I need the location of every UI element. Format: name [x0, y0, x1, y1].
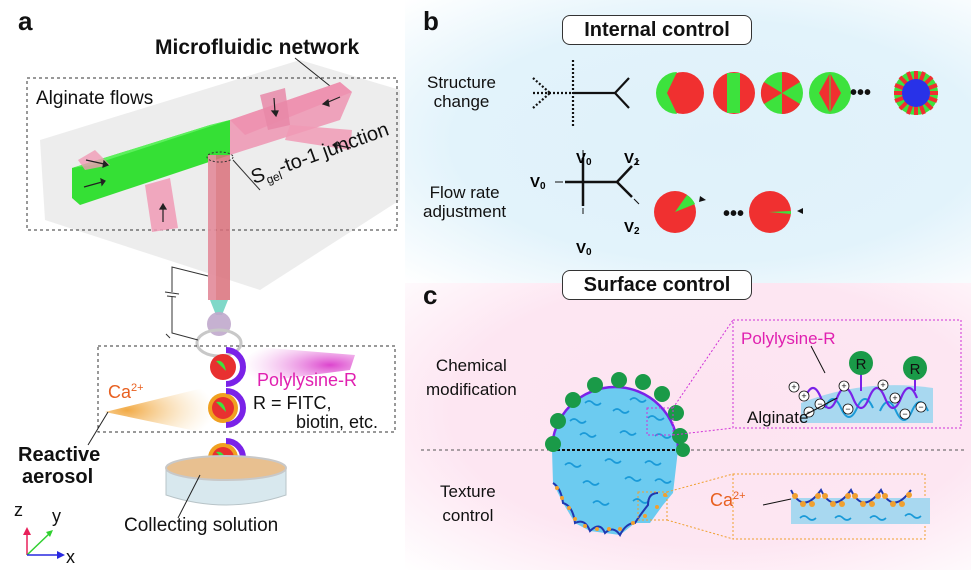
- surface-control-header: Surface control: [562, 270, 752, 300]
- particle-sectored: [760, 71, 803, 115]
- polylysine-label: Polylysine-R: [257, 370, 358, 390]
- texture-control-line1: Texture: [440, 482, 496, 501]
- structure-junction-diagram: [532, 60, 630, 126]
- svg-text:+: +: [841, 381, 846, 391]
- chemical-modification-line1: Chemical: [435, 356, 507, 375]
- title-leader-line: [294, 57, 331, 87]
- calcium-superscript: 2+: [131, 382, 144, 394]
- axis-x-label: x: [66, 547, 75, 567]
- microfluidic-network-title: Microfluidic network: [155, 36, 360, 59]
- particle-core-shell: [894, 71, 938, 115]
- alginate-chains: [564, 397, 672, 506]
- polylysine-aerosol-spray: [230, 345, 355, 385]
- panel-c-drawing: R R + + + + + − − − − − Polylysine-R Alg…: [421, 319, 965, 540]
- r-definition-line2: biotin, etc.: [296, 412, 379, 432]
- flow-rate-line2: adjustment: [423, 202, 507, 221]
- svg-text:+: +: [880, 380, 885, 390]
- junction-ellipse: [206, 151, 234, 163]
- chemical-modification-line2: modification: [426, 380, 517, 399]
- chemical-modification-label: Chemical modification: [426, 354, 517, 402]
- axis-z-label: z: [14, 500, 23, 520]
- calcium-aerosol-spray: [105, 385, 215, 435]
- svg-text:−: −: [918, 402, 923, 412]
- structure-change-line1: Structure: [427, 73, 496, 92]
- internal-control-header: Internal control: [562, 15, 752, 45]
- svg-text:−: −: [817, 399, 822, 409]
- alginate-flows-label: Alginate flows: [36, 88, 154, 109]
- calcium-dots: [555, 486, 667, 531]
- panel-a-drawing: [23, 57, 400, 559]
- textured-surface: [790, 488, 912, 504]
- reactive-aerosol-line1: Reactive: [18, 444, 101, 466]
- particle-small-wedge: [749, 191, 803, 233]
- calcium-label: Ca2+: [108, 382, 144, 403]
- taylor-cone: [210, 300, 228, 315]
- r-group-1: [849, 351, 873, 375]
- texture-control-label: Texture control: [440, 480, 496, 528]
- v0-bottom-label: V0: [576, 240, 592, 258]
- inset-calcium-superscript: 2+: [733, 490, 746, 502]
- inset-calcium-dots: [792, 492, 912, 507]
- inset-calcium-label: Ca2+: [710, 490, 746, 511]
- flow-rate-line1: Flow rate: [429, 183, 500, 202]
- v2-label: V2: [624, 219, 640, 237]
- structure-ellipsis: •••: [850, 82, 871, 104]
- reactive-aerosol-line2: aerosol: [22, 466, 94, 488]
- v1-label: V1: [624, 150, 640, 168]
- r-groups: [545, 372, 690, 457]
- panel-b-drawing: ••• V0 V0 V0 V1 V2: [530, 60, 938, 258]
- panel-b-background: [405, 0, 971, 283]
- reaction-dashed-box: [97, 345, 396, 433]
- particle-striped: [713, 72, 755, 114]
- structure-change-line2: change: [433, 92, 490, 111]
- flow-ellipsis: •••: [723, 203, 744, 225]
- axis-y-label: y: [52, 506, 61, 526]
- particle-large-wedge: [654, 191, 706, 233]
- texture-control-line2: control: [442, 506, 494, 525]
- bottom-inlet-channel: [145, 178, 178, 232]
- green-channel-segment: [72, 120, 230, 205]
- svg-text:+: +: [892, 393, 897, 403]
- chemical-inset-box: [732, 319, 962, 429]
- textured-edge: [552, 482, 659, 537]
- v0-top-label: V0: [576, 150, 592, 168]
- velocity-arrows: [555, 150, 640, 214]
- structure-change-label: Structure change: [427, 73, 496, 111]
- r-group-1-label: R: [856, 356, 867, 373]
- flow-junction-diagram: [565, 158, 633, 206]
- droplet-1: [210, 347, 246, 387]
- panel-c-label: c: [423, 280, 438, 310]
- network-dashed-box: [26, 77, 398, 231]
- inset-calcium-base: Ca: [710, 490, 734, 510]
- svg-text:−: −: [806, 407, 811, 417]
- droplet-2: [208, 388, 246, 428]
- svg-text:+: +: [801, 391, 806, 401]
- inset-polylysine-label: Polylysine-R: [741, 329, 835, 348]
- high-voltage-circuit: [171, 297, 199, 341]
- svg-text:−: −: [845, 404, 850, 414]
- r-group-2-label: R: [910, 361, 921, 378]
- flow-arrows: [83, 96, 352, 222]
- particle-janus-lens: [656, 72, 704, 114]
- axes-indicator: [23, 527, 65, 559]
- v0-left-label: V0: [530, 174, 546, 192]
- panel-b-label: b: [423, 6, 439, 36]
- calcium-base: Ca: [108, 382, 132, 402]
- collecting-solution-label: Collecting solution: [124, 515, 279, 536]
- panel-a-label: a: [18, 6, 33, 36]
- svg-text:+: +: [791, 382, 796, 392]
- svg-text:−: −: [902, 409, 907, 419]
- inset-alginate-label: Alginate: [747, 408, 808, 427]
- calcium-pointer: [762, 498, 792, 506]
- flow-rate-label: Flow rate adjustment: [423, 183, 506, 221]
- collecting-solution-surface: [165, 455, 287, 481]
- r-group-2: [903, 356, 927, 380]
- r-definition-line1: R = FITC,: [253, 393, 332, 413]
- particle-diamond: [809, 72, 851, 114]
